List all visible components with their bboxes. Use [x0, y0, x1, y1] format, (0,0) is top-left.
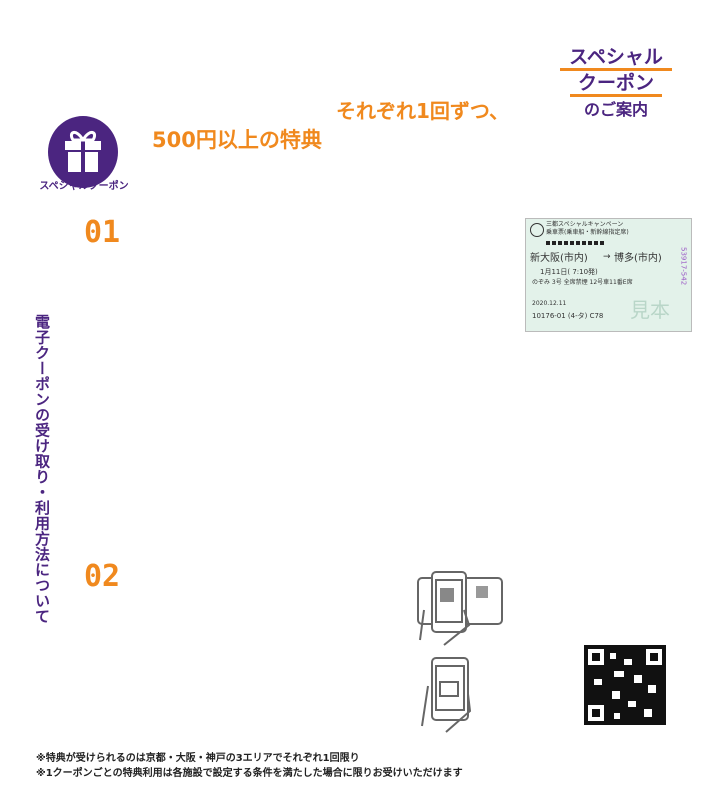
ticket-campaign: 三都スペシャルキャンペーン — [546, 221, 624, 228]
phone-screen-icon — [421, 657, 472, 733]
ticket-train: のぞみ 3号 全席禁煙 12号車11番E席 — [532, 279, 633, 286]
lead-line-2: 500円以上の特典 — [152, 128, 322, 152]
qr-code-icon — [584, 645, 666, 725]
phone-scan-qr-icon — [417, 571, 503, 646]
ticket-from: 新大阪(市内) — [530, 253, 588, 264]
ticket-stamp: 見本 — [630, 298, 670, 322]
ticket-date: 1月11日( 7:10発) — [540, 268, 598, 276]
note-2: ※1クーポンごとの特典利用は各施設で設定する条件を満たした場合に限りお受けいただ… — [36, 768, 463, 779]
badge-label: スペシャルクーポン — [39, 181, 129, 192]
ticket-to: 博多(市内) — [614, 253, 662, 264]
title-line-3: のご案内 — [583, 100, 648, 119]
title-line-1: スペシャル — [560, 46, 672, 71]
ticket-arrow: → — [603, 252, 611, 262]
note-1: ※特典が受けられるのは京都・大阪・神戸の3エリアでそれぞれ1回限り — [36, 753, 360, 764]
gift-icon — [48, 116, 118, 188]
ticket-serial: 53917-542 — [679, 247, 688, 286]
step-number-01: 01 — [84, 215, 121, 250]
ticket-code: 10176-01 (4-タ) C78 — [532, 312, 604, 320]
title-line-2: クーポン — [570, 72, 662, 97]
side-heading: 電子クーポンの受け取り・利用方法について — [33, 314, 51, 624]
lead-line-1: それぞれ1回ずつ、 — [336, 99, 510, 123]
ticket-type: 乗車票(乗車船・新幹線指定席) — [546, 229, 629, 236]
ticket-issued: 2020.12.11 — [532, 300, 567, 307]
sample-ticket-image: 三都スペシャルキャンペーン 乗車票(乗車船・新幹線指定席) 新大阪(市内) → … — [525, 218, 692, 332]
step-number-02: 02 — [84, 559, 121, 594]
